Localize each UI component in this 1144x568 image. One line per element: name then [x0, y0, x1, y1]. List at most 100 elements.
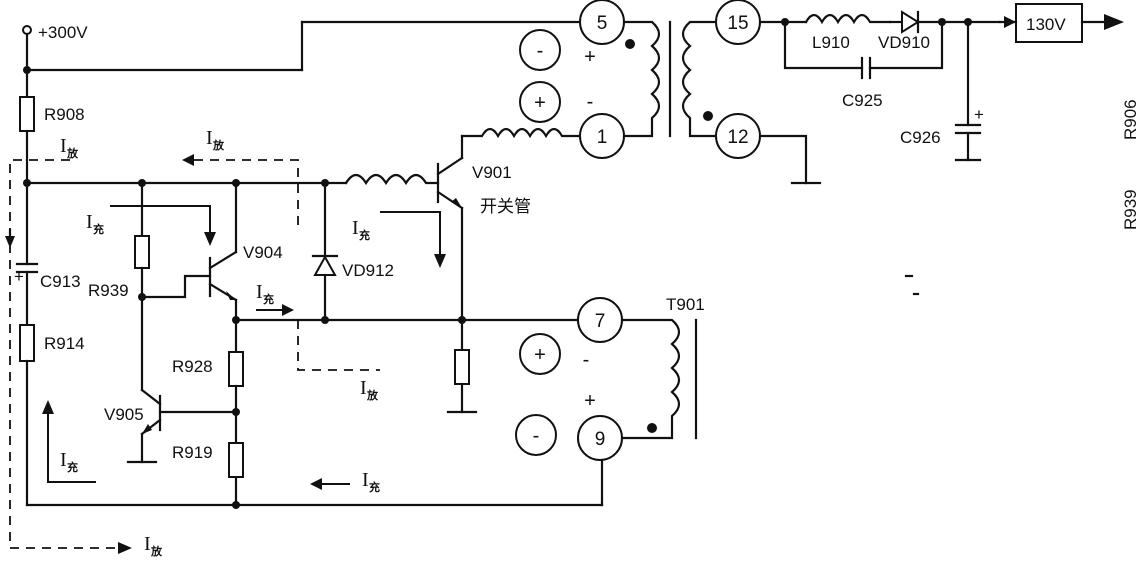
svg-text:I: I [256, 281, 263, 303]
svg-text:放: 放 [366, 388, 379, 402]
polarity-plus-mid [519, 333, 561, 375]
label-i-discharge-2: I 放 [206, 127, 225, 152]
svg-text:I: I [352, 217, 359, 239]
label-i-charge-3: I 充 [352, 217, 370, 242]
label-i-discharge-1: I 放 [60, 135, 79, 160]
supply-label: +300V [38, 23, 88, 42]
svg-text:充: 充 [359, 228, 370, 242]
polarity-minus-bottom [515, 414, 557, 456]
label-i-charge-1: I 充 [86, 211, 104, 236]
dot-secondary [703, 111, 713, 121]
r919-label: R919 [172, 443, 213, 462]
sign-plus-pin9: + [584, 390, 596, 412]
discharge-path-left [5, 159, 132, 554]
polarity-plus-mid-text: + [534, 344, 546, 366]
r914-label: R914 [44, 334, 85, 353]
svg-text:放: 放 [212, 138, 225, 152]
diode-vd910 [888, 10, 1002, 34]
discharge-path-top [182, 154, 299, 225]
resistor-r939 [134, 181, 150, 392]
winding-primary [622, 20, 661, 138]
svg-text:I: I [86, 211, 93, 233]
pin-5-label: 5 [597, 13, 608, 34]
capacitor-c925 [783, 20, 944, 80]
label-i-discharge-4: I 放 [144, 533, 163, 558]
discharge-path-bottom [297, 320, 380, 371]
svg-text:放: 放 [150, 544, 163, 558]
pin-15-label: 15 [727, 13, 748, 34]
vd912-label: VD912 [342, 261, 394, 280]
sign-minus-pin7: - [583, 349, 590, 371]
r908-label: R908 [44, 105, 85, 124]
svg-text:I: I [60, 449, 67, 471]
label-i-discharge-3: I 放 [360, 377, 379, 402]
pin-12-label: 12 [727, 127, 748, 148]
polarity-plus-top-text: + [534, 92, 546, 114]
c913-plus: + [14, 267, 24, 286]
svg-text:I: I [362, 469, 369, 491]
resistor-r914 [19, 324, 35, 507]
v905-label: V905 [104, 405, 144, 424]
v901-label: V901 [472, 163, 512, 182]
side-label-r906: R906 [1121, 99, 1140, 140]
c913-label: C913 [40, 272, 81, 291]
svg-text:I: I [60, 135, 67, 157]
output-box [998, 3, 1124, 43]
side-label-r939: R939 [1121, 189, 1140, 230]
l910-label: L910 [812, 33, 850, 52]
transistor-v904 [140, 250, 238, 302]
capacitor-c913 [15, 181, 39, 327]
inductor-base [344, 173, 440, 186]
charge-arrow-v901 [380, 211, 446, 268]
capacitor-c926 [954, 20, 982, 162]
svg-text:放: 放 [66, 146, 79, 160]
polarity-plus-top [519, 81, 561, 123]
svg-text:充: 充 [67, 460, 78, 474]
transistor-v901 [436, 134, 464, 322]
label-i-charge-5: I 充 [60, 449, 78, 474]
t901-label: T901 [666, 295, 705, 314]
v904-label: V904 [243, 243, 283, 262]
inductor-collector [460, 127, 580, 139]
switch-tube-label: 开关管 [480, 197, 531, 216]
svg-text:I: I [206, 127, 213, 149]
svg-text:I: I [144, 533, 151, 555]
winding-secondary [681, 20, 716, 138]
supply-terminal [22, 25, 32, 72]
r939-label: R939 [88, 281, 129, 300]
sign-plus-pin5: + [584, 46, 596, 68]
resistor-r919 [228, 442, 244, 478]
pin-9-label: 9 [595, 429, 606, 450]
dot-primary [625, 39, 635, 49]
resistor-emitter [446, 318, 478, 414]
dot-feedback [647, 423, 657, 433]
resistor-r908 [19, 68, 35, 185]
sign-minus-pin1: - [587, 91, 594, 113]
pin-1-label: 1 [597, 127, 608, 148]
pin-7-label: 7 [595, 311, 606, 332]
polarity-minus-top-text: - [537, 40, 544, 62]
r928-label: R928 [172, 357, 213, 376]
charge-arrow-v904 [256, 304, 294, 316]
svg-text:充: 充 [263, 292, 274, 306]
charge-arrow-r939 [110, 205, 216, 246]
c926-label: C926 [900, 128, 941, 147]
c926-plus: + [974, 105, 984, 124]
polarity-minus-top [519, 29, 561, 71]
c925-label: C925 [842, 91, 883, 110]
charge-arrow-left [42, 400, 96, 483]
polarity-minus-bottom-text: - [533, 425, 540, 447]
svg-text:充: 充 [93, 222, 104, 236]
vd910-label: VD910 [878, 33, 930, 52]
output-box-label: 130V [1026, 15, 1066, 34]
label-i-charge-2: I 充 [256, 281, 274, 306]
transistor-v905 [126, 388, 238, 464]
label-i-charge-4: I 充 [362, 469, 380, 494]
svg-text:充: 充 [369, 480, 380, 494]
svg-text:I: I [360, 377, 367, 399]
winding-feedback [620, 318, 681, 440]
inductor-l910 [804, 13, 892, 25]
charge-arrow-bottom [310, 478, 350, 490]
